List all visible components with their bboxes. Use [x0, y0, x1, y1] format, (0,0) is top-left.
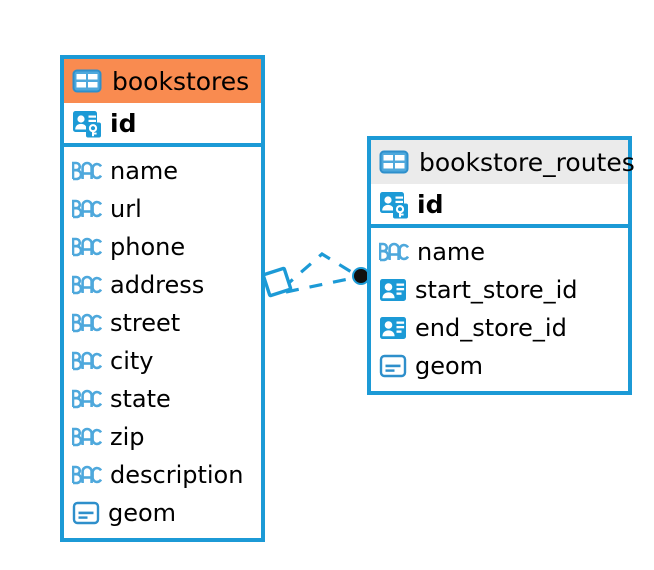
primary-key-icon: [72, 108, 102, 138]
entity-header-bookstore-routes[interactable]: bookstore_routes: [371, 140, 635, 184]
field-label: geom: [415, 352, 484, 380]
field-label: id: [417, 189, 444, 219]
abc-text-icon: [72, 274, 102, 296]
geometry-icon: [72, 499, 100, 527]
abc-text-icon: [72, 388, 102, 410]
field-label: state: [110, 385, 171, 413]
geometry-icon: [379, 352, 407, 380]
field-row-start-store-id[interactable]: start_store_id: [379, 271, 620, 309]
field-label: id: [110, 108, 137, 138]
field-row-geom[interactable]: geom: [72, 494, 253, 532]
entity-table-bookstores[interactable]: bookstores id: [60, 55, 265, 542]
diamond-marker: [261, 266, 293, 298]
field-label: name: [417, 238, 486, 266]
foreign-key-icon: [379, 315, 407, 341]
primary-key-icon: [379, 189, 409, 219]
abc-text-icon: [72, 426, 102, 448]
field-label: url: [110, 195, 142, 223]
field-row-city[interactable]: city: [72, 342, 253, 380]
entity-header-bookstores[interactable]: bookstores: [64, 59, 261, 103]
field-row-state[interactable]: state: [72, 380, 253, 418]
field-label: address: [110, 271, 205, 299]
entity-title: bookstore_routes: [419, 147, 635, 177]
field-row-phone[interactable]: phone: [72, 228, 253, 266]
abc-text-icon: [72, 350, 102, 372]
abc-text-icon: [72, 160, 102, 182]
entity-title: bookstores: [112, 66, 250, 96]
abc-text-icon: [72, 312, 102, 334]
field-label: city: [110, 347, 154, 375]
field-row-zip[interactable]: zip: [72, 418, 253, 456]
field-label: description: [110, 461, 244, 489]
field-row-primary-key[interactable]: id: [371, 184, 628, 228]
field-row-street[interactable]: street: [72, 304, 253, 342]
field-label: name: [110, 157, 179, 185]
table-icon: [72, 69, 102, 93]
entity-field-list-bookstores: name url: [64, 147, 261, 538]
field-row-address[interactable]: address: [72, 266, 253, 304]
field-row-description[interactable]: description: [72, 456, 253, 494]
field-label: geom: [108, 499, 177, 527]
abc-text-icon: [379, 241, 409, 263]
entity-table-bookstore-routes[interactable]: bookstore_routes id: [367, 136, 635, 395]
relationship-line-lower: [285, 275, 359, 294]
field-label: start_store_id: [415, 276, 578, 304]
abc-text-icon: [72, 236, 102, 258]
field-row-primary-key[interactable]: id: [64, 103, 261, 147]
foreign-key-icon: [379, 277, 407, 303]
field-label: phone: [110, 233, 186, 261]
abc-text-icon: [72, 464, 102, 486]
field-row-name[interactable]: name: [379, 233, 620, 271]
abc-text-icon: [72, 198, 102, 220]
field-label: zip: [110, 423, 145, 451]
field-row-name[interactable]: name: [72, 152, 253, 190]
table-icon: [379, 150, 409, 174]
relationship-line-upper: [281, 252, 359, 290]
entity-field-list-bookstore-routes: name start_store_id: [371, 228, 628, 391]
field-label: street: [110, 309, 181, 337]
field-row-geom[interactable]: geom: [379, 347, 620, 385]
field-row-end-store-id[interactable]: end_store_id: [379, 309, 620, 347]
field-row-url[interactable]: url: [72, 190, 253, 228]
field-label: end_store_id: [415, 314, 567, 342]
